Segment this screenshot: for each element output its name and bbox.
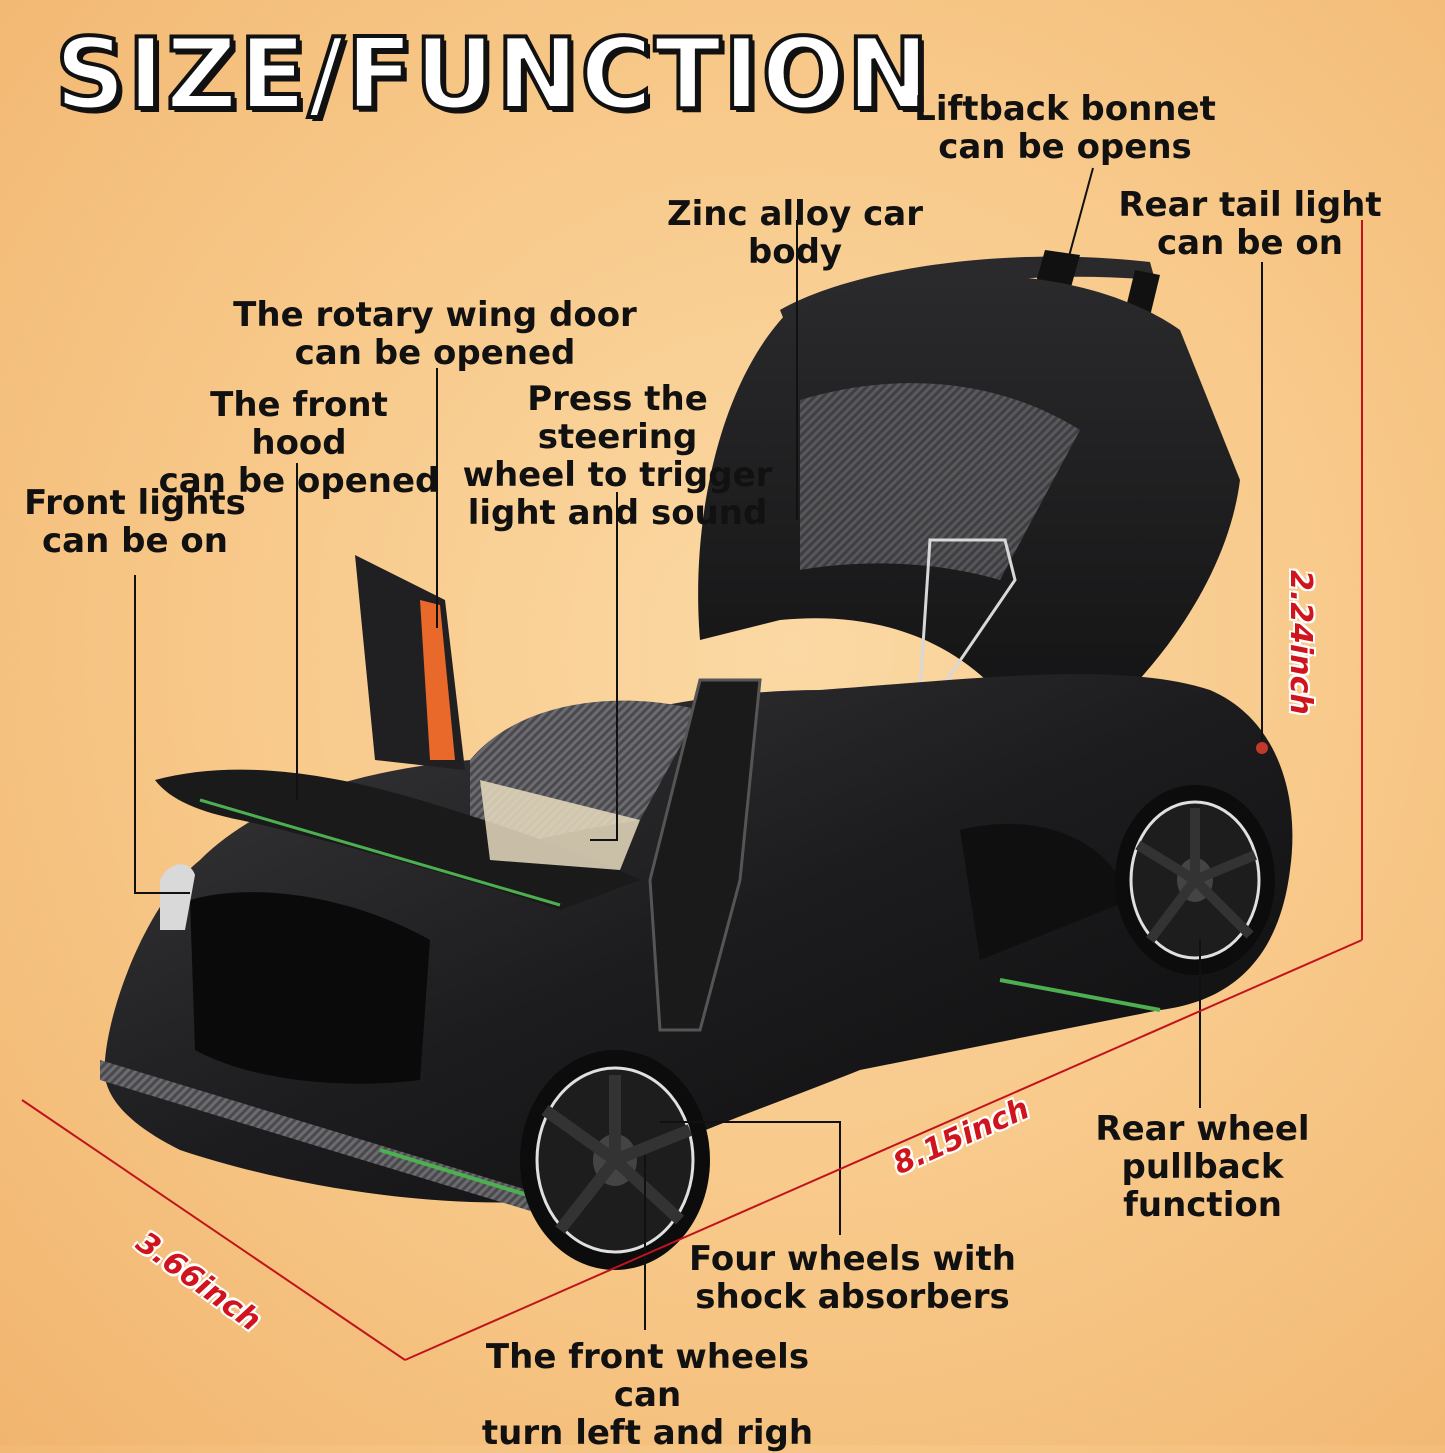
page-title: SIZE/FUNCTION: [53, 16, 931, 134]
dimension-lines: [21, 220, 1363, 1361]
callout-body: Zinc alloy car body: [667, 194, 923, 272]
liftback-carbon-panel: [800, 383, 1080, 580]
width-line: [21, 1099, 406, 1361]
tail-light: [1256, 742, 1268, 754]
door-orange-trim: [420, 600, 455, 760]
callout-front-hood: The front hood can be opened: [158, 385, 440, 501]
rear-wheel: [1115, 785, 1275, 975]
right-wing-door: [648, 678, 762, 1032]
dimension-height: 2.24inch: [1283, 570, 1318, 715]
callout-wing-door: The rotary wing door can be opened: [233, 295, 637, 373]
liftback-trim: [918, 538, 1017, 692]
callout-liftback: Liftback bonnet can be opens: [914, 89, 1216, 167]
leader-lines: [134, 167, 1263, 1330]
callout-front-lights: Front lights can be on: [24, 483, 246, 561]
side-intake: [960, 823, 1130, 960]
side-green-stripe: [999, 978, 1161, 1012]
front-wheel: [520, 1050, 710, 1270]
leader-liftback: [1067, 167, 1094, 261]
callout-steering: Press the steering wheel to trigger ligh…: [462, 379, 773, 533]
sports-car-model-icon: [100, 250, 1293, 1270]
hood-green-stripe: [199, 798, 561, 907]
headlight: [160, 864, 195, 930]
leader-shock: [660, 1121, 841, 1235]
front-trunk: [190, 892, 430, 1084]
callout-front-wheels: The front wheels can turn left and righ: [481, 1337, 814, 1453]
front-splitter: [100, 1060, 560, 1220]
callout-rear-wheel: Rear wheel pullback function: [1095, 1109, 1310, 1225]
leader-steering: [590, 492, 618, 841]
leader-front-lights: [134, 575, 190, 894]
cabin-window: [480, 780, 640, 870]
callout-shock: Four wheels with shock absorbers: [688, 1239, 1016, 1317]
length-line: [404, 939, 1363, 1361]
front-hood: [155, 769, 640, 910]
callout-tail-light: Rear tail light can be on: [1118, 185, 1382, 263]
